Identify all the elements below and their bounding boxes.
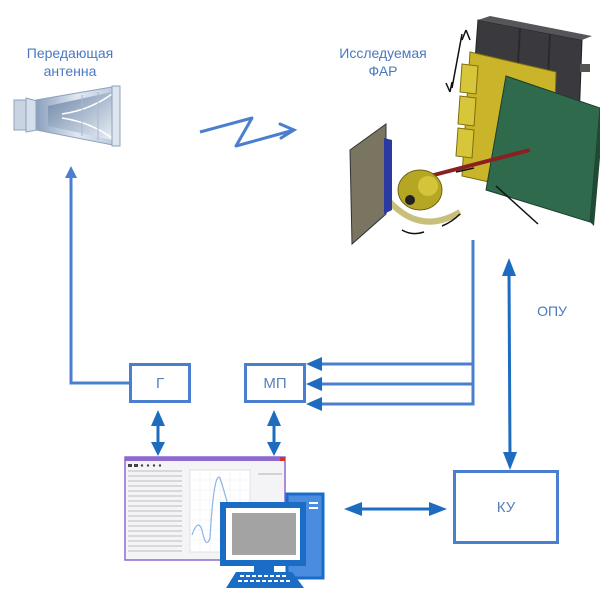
phased-array-model-icon [349,16,600,246]
radio-link-arrow [199,116,295,148]
generator-block-label: Г [155,374,165,392]
edge-par-to-mp [306,240,475,411]
tx-antenna-label-line1: Передающая [26,45,114,61]
ku-block-label: КУ [496,498,516,516]
edge-mp-pc-double-arrow [267,410,281,456]
edge-opu-double-arrow [502,258,517,470]
par-label: Исследуемая ФАР [318,44,448,80]
tx-antenna-label-line2: антенна [43,63,97,79]
edge-generator-pc-double-arrow [151,410,165,456]
radio-link-arrowhead [278,122,298,140]
ku-block: КУ [453,470,559,544]
mp-block: МП [244,363,306,403]
arrowhead-icon [65,166,77,178]
horn-antenna-icon [13,85,121,147]
par-label-line2: ФАР [368,63,398,79]
edge-generator-to-antenna [69,176,130,385]
edge-pc-ku-double-arrow [344,502,447,516]
par-label-line1: Исследуемая [339,45,427,61]
tx-antenna-label: Передающая антенна [0,44,140,80]
computer-icon [220,492,325,588]
opu-label: ОПУ [537,303,567,319]
mp-block-label: МП [263,374,287,392]
generator-block: Г [129,363,191,403]
